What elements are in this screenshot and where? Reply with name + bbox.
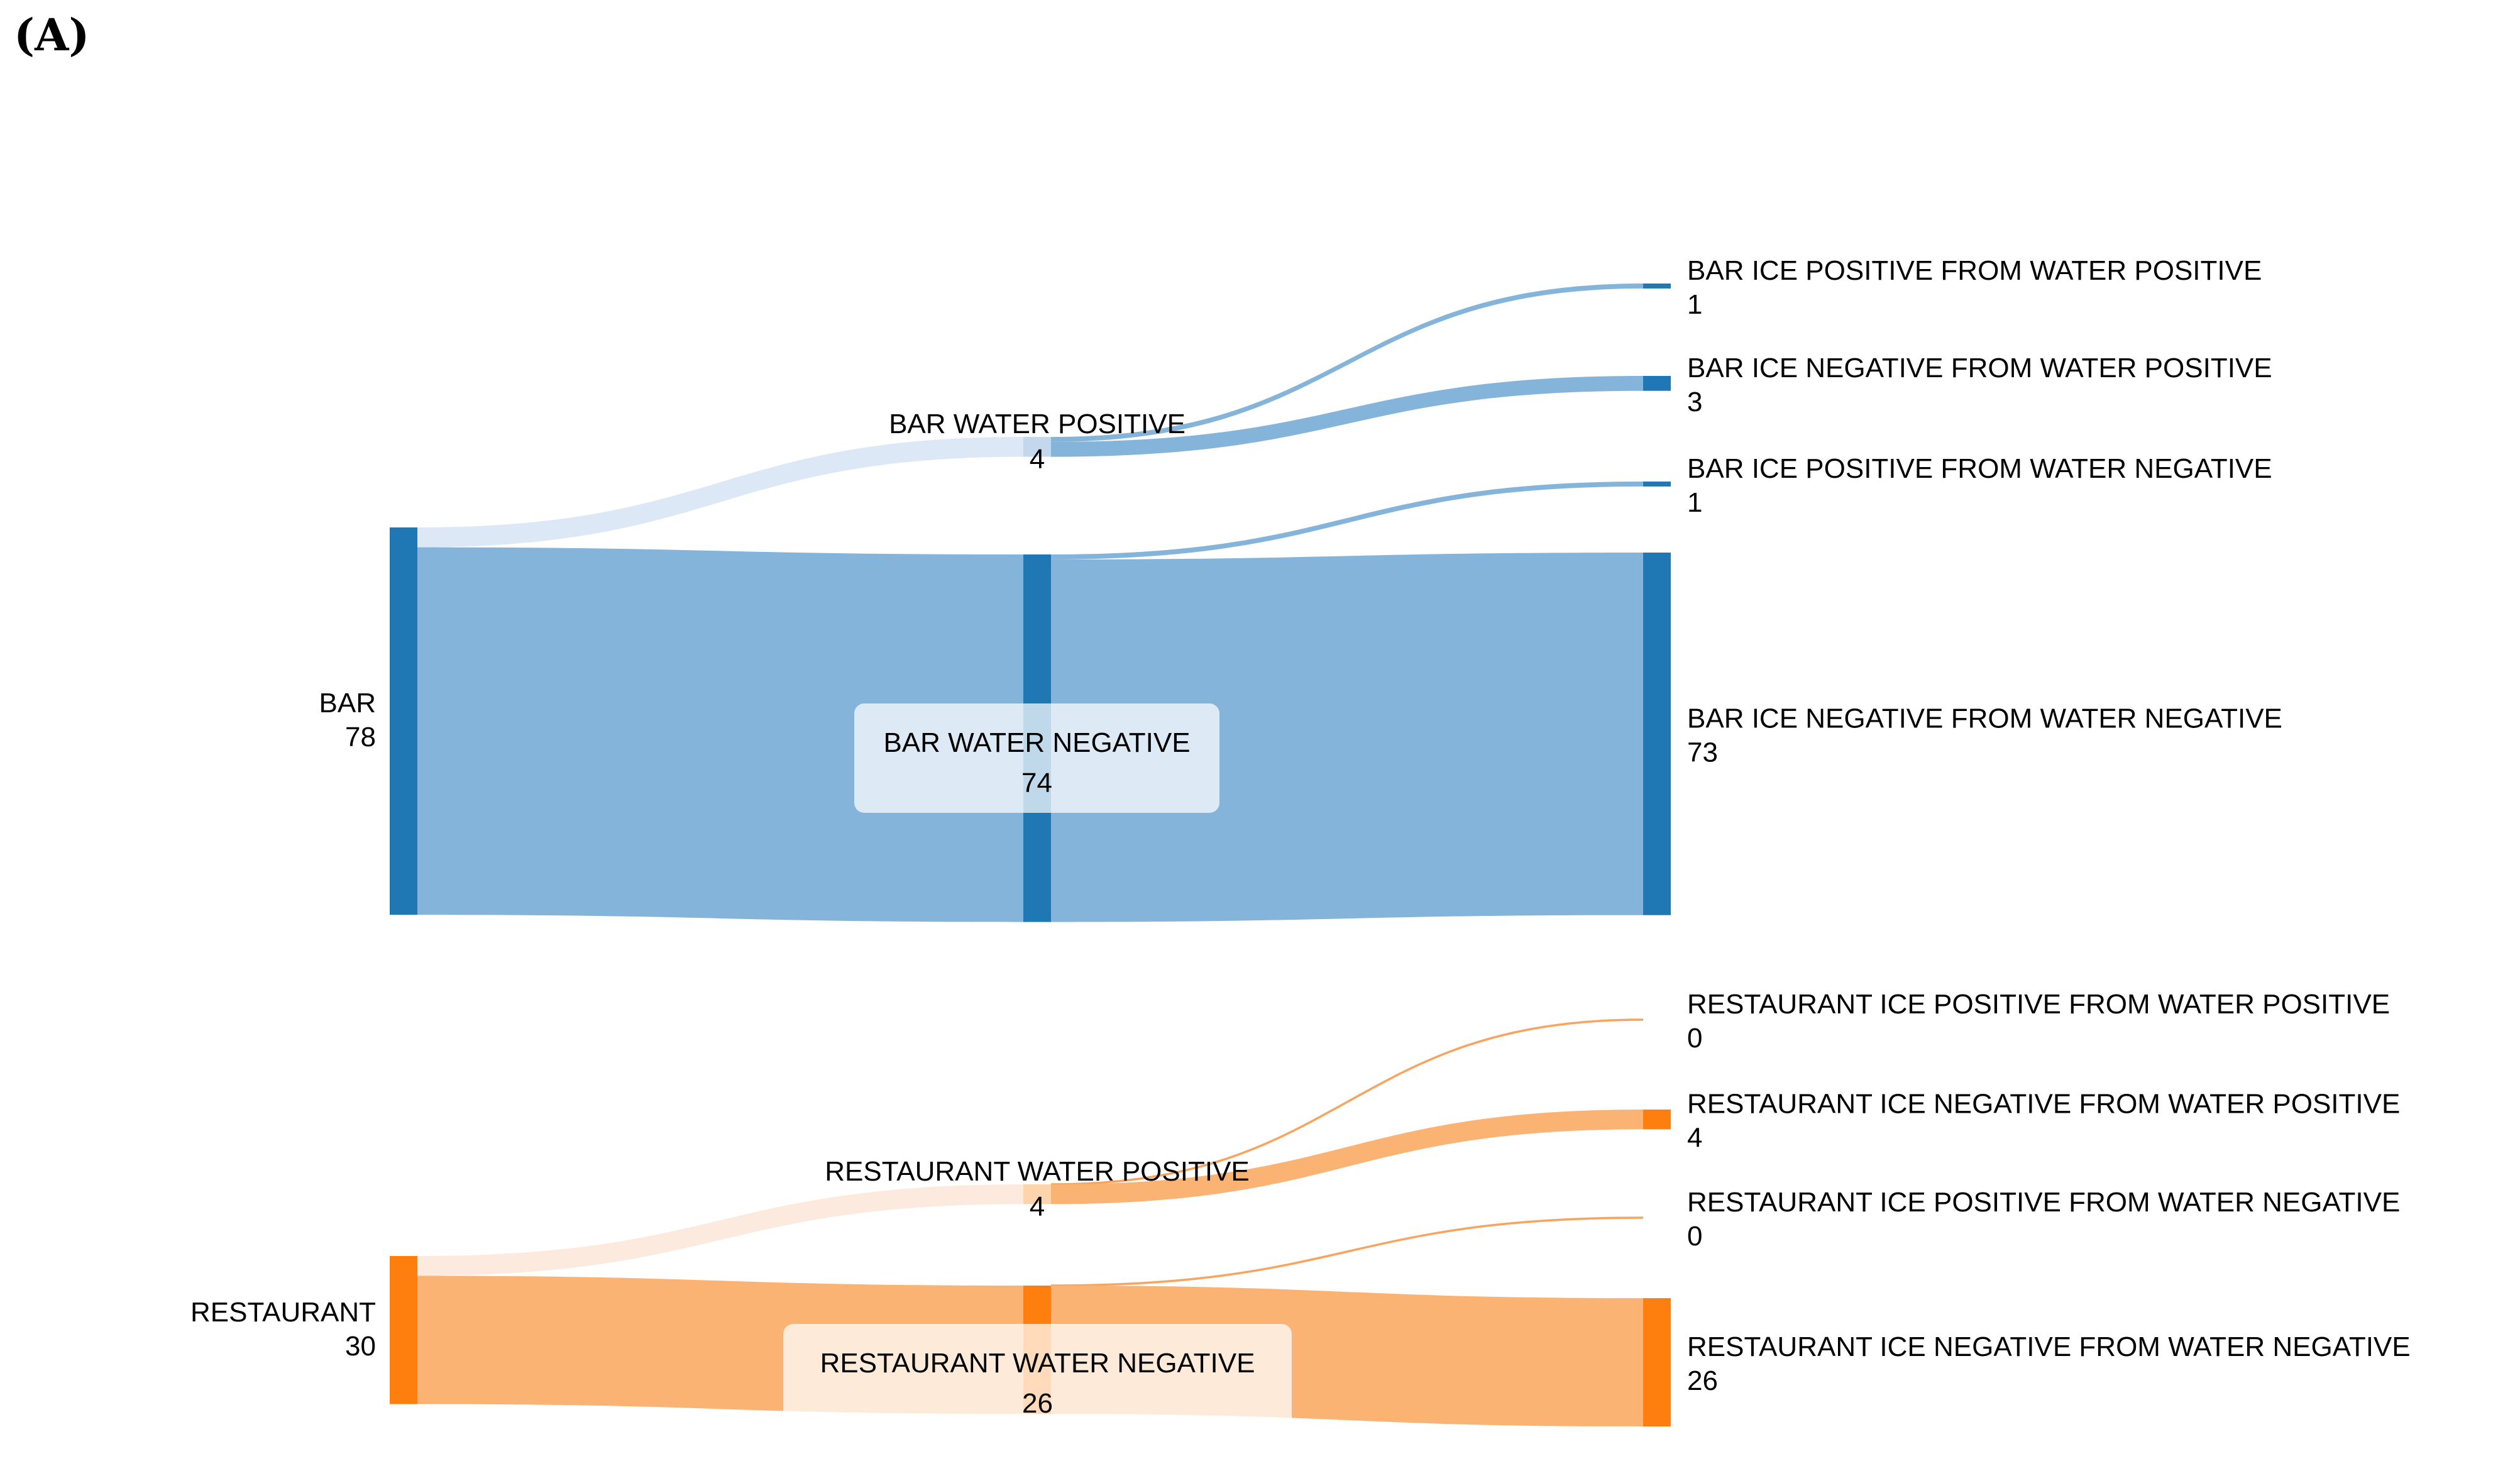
label-bar-water-positive: BAR WATER POSITIVE [889, 409, 1186, 439]
value-bar-ice-positive-from-water-negative: 1 [1687, 487, 1702, 518]
link-restaurant-water-positive-to-restaurant-ice-positive-from-water-positive [1050, 1018, 1644, 1186]
value-restaurant-water-negative: 26 [1022, 1388, 1053, 1419]
value-bar: 78 [345, 722, 376, 752]
node-restaurant [390, 1256, 417, 1404]
node-bar-ice-negative-from-water-positive [1643, 376, 1671, 391]
value-restaurant-ice-positive-from-water-negative: 0 [1687, 1221, 1702, 1252]
node-restaurant-water-positive [1023, 1184, 1051, 1204]
link-restaurant-to-restaurant-water-positive [417, 1184, 1023, 1276]
link-bar-water-positive-to-bar-ice-positive-from-water-positive [1051, 284, 1643, 442]
sankey-label-boxes-layer [783, 703, 1292, 1433]
value-restaurant: 30 [345, 1331, 376, 1362]
label-restaurant-ice-positive-from-water-positive: RESTAURANT ICE POSITIVE FROM WATER POSIT… [1687, 989, 2390, 1020]
label-restaurant-ice-positive-from-water-negative: RESTAURANT ICE POSITIVE FROM WATER NEGAT… [1687, 1187, 2400, 1218]
label-box-bar-water-negative [854, 703, 1219, 813]
value-restaurant-ice-negative-from-water-positive: 4 [1687, 1123, 1702, 1154]
link-bar-water-negative-to-bar-ice-negative-from-water-negative [1051, 553, 1643, 922]
label-restaurant: RESTAURANT [190, 1297, 376, 1328]
label-restaurant-ice-negative-from-water-positive: RESTAURANT ICE NEGATIVE FROM WATER POSIT… [1687, 1089, 2400, 1120]
label-bar-ice-positive-from-water-negative: BAR ICE POSITIVE FROM WATER NEGATIVE [1687, 453, 2272, 484]
value-bar-ice-negative-from-water-positive: 3 [1687, 387, 1702, 417]
label-bar-water-negative: BAR WATER NEGATIVE [883, 727, 1190, 758]
node-restaurant-ice-negative-from-water-positive [1643, 1110, 1671, 1130]
link-bar-water-negative-to-bar-ice-positive-from-water-negative [1051, 482, 1643, 559]
value-restaurant-water-positive: 4 [1030, 1191, 1045, 1222]
value-restaurant-ice-positive-from-water-positive: 0 [1687, 1023, 1702, 1054]
label-restaurant-ice-negative-from-water-negative: RESTAURANT ICE NEGATIVE FROM WATER NEGAT… [1687, 1331, 2411, 1362]
value-bar-water-positive: 4 [1030, 444, 1045, 475]
value-bar-ice-positive-from-water-positive: 1 [1687, 289, 1702, 320]
node-bar-water-positive [1023, 437, 1051, 457]
label-box-restaurant-water-negative [783, 1324, 1292, 1433]
label-bar-ice-positive-from-water-positive: BAR ICE POSITIVE FROM WATER POSITIVE [1687, 255, 2262, 286]
label-bar: BAR [319, 688, 376, 719]
link-restaurant-water-positive-to-restaurant-ice-negative-from-water-positive [1051, 1110, 1643, 1204]
node-bar [390, 527, 417, 915]
node-restaurant-ice-negative-from-water-negative [1643, 1298, 1671, 1427]
link-restaurant-water-negative-to-restaurant-ice-positive-from-water-negative [1050, 1216, 1644, 1287]
node-bar-ice-positive-from-water-positive [1643, 284, 1671, 289]
label-restaurant-water-negative: RESTAURANT WATER NEGATIVE [820, 1348, 1255, 1379]
node-bar-ice-negative-from-water-negative [1643, 553, 1671, 915]
value-restaurant-ice-negative-from-water-negative: 26 [1687, 1365, 1718, 1396]
label-bar-ice-negative-from-water-positive: BAR ICE NEGATIVE FROM WATER POSITIVE [1687, 353, 2272, 383]
figure-panel-label: (A) [14, 9, 90, 61]
link-bar-to-bar-water-negative [417, 547, 1023, 922]
label-restaurant-water-positive: RESTAURANT WATER POSITIVE [825, 1156, 1250, 1187]
link-bar-water-positive-to-bar-ice-negative-from-water-positive [1051, 376, 1643, 457]
label-bar-ice-negative-from-water-negative: BAR ICE NEGATIVE FROM WATER NEGATIVE [1687, 703, 2282, 734]
link-bar-to-bar-water-positive [417, 437, 1023, 548]
value-bar-water-negative: 74 [1021, 768, 1052, 798]
value-bar-ice-negative-from-water-negative: 73 [1687, 737, 1718, 768]
node-bar-ice-positive-from-water-negative [1643, 482, 1671, 487]
